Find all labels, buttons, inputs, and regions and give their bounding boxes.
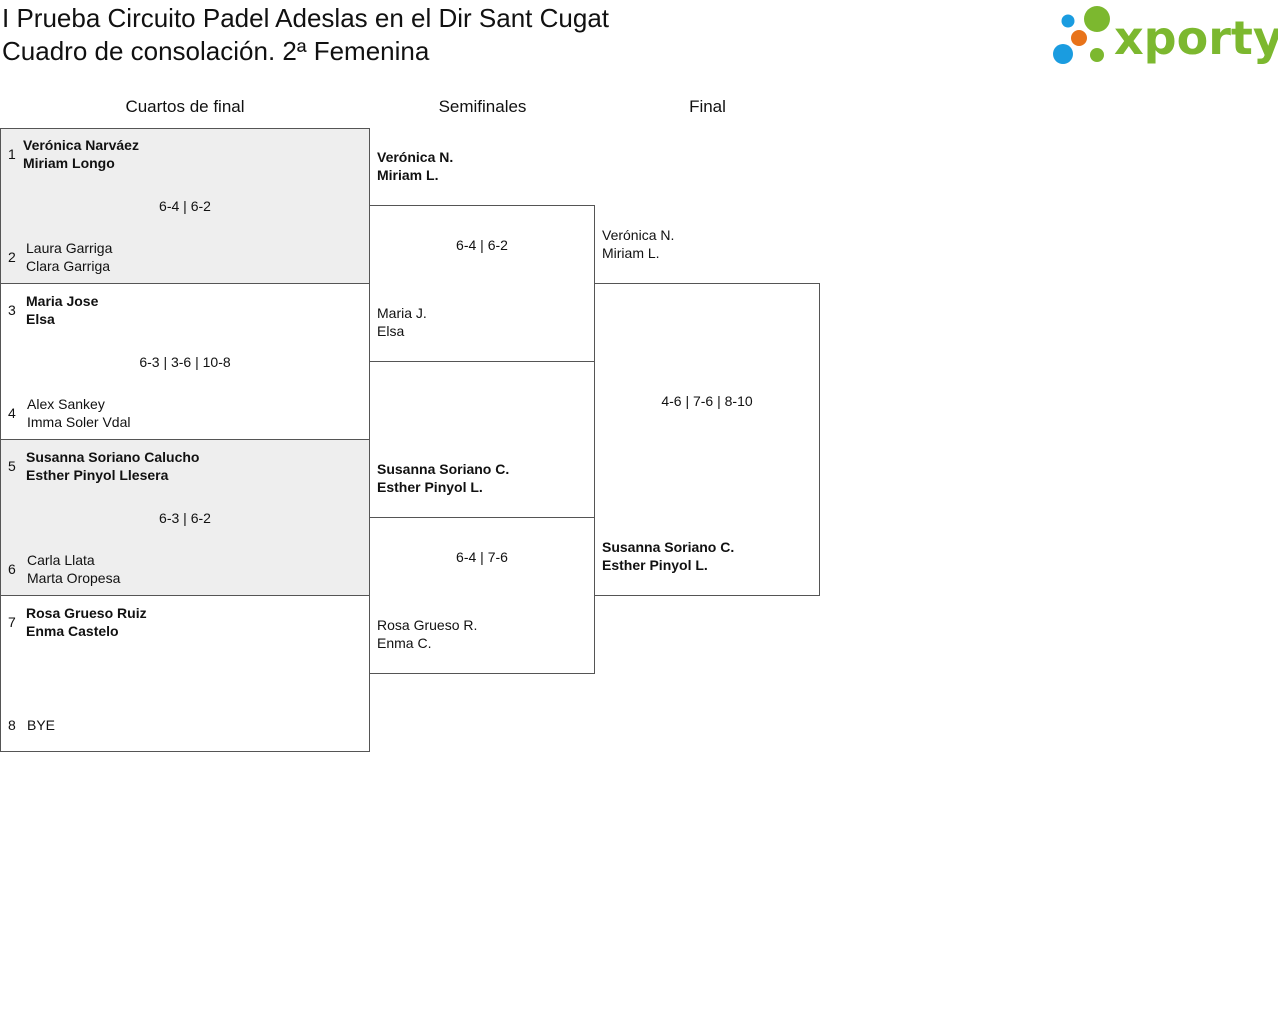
match-score: 6-4 | 6-2	[456, 237, 508, 253]
seed-number: 5	[8, 458, 16, 474]
player-name: Elsa	[26, 311, 55, 327]
player-name: Enma Castelo	[26, 623, 119, 639]
logo-dot-green	[1084, 6, 1110, 32]
qf-match-1	[0, 128, 370, 284]
player-name: Maria Jose	[26, 293, 99, 309]
player-name: Miriam Longo	[23, 155, 115, 171]
seed-number: 3	[8, 302, 16, 318]
player-name: Rosa Grueso Ruiz	[26, 605, 147, 621]
player-name: Verónica N.	[602, 227, 675, 243]
player-name: Esther Pinyol L.	[377, 479, 483, 495]
player-name: Miriam L.	[377, 167, 439, 183]
seed-number: 2	[8, 249, 16, 265]
match-score: 6-4 | 7-6	[456, 549, 508, 565]
logo-wordmark: xporty	[1114, 11, 1278, 65]
player-name: BYE	[27, 717, 56, 733]
match-score: 6-4 | 6-2	[159, 198, 211, 214]
seed-number: 1	[8, 146, 16, 162]
match-score: 6-3 | 3-6 | 10-8	[139, 354, 231, 370]
player-name: Alex Sankey	[27, 396, 105, 412]
player-name: Clara Garriga	[26, 258, 111, 274]
round-header-qf: Cuartos de final	[125, 97, 245, 116]
seed-number: 8	[8, 717, 16, 733]
player-name: Laura Garriga	[26, 240, 113, 256]
page-subtitle: Cuadro de consolación. 2ª Femenina	[2, 36, 430, 66]
seed-number: 6	[8, 561, 16, 577]
player-name: Susanna Soriano Calucho	[26, 449, 200, 465]
round-header-sf: Semifinales	[438, 97, 527, 116]
logo-dot-blue	[1053, 44, 1073, 64]
player-name: Verónica N.	[377, 149, 454, 165]
seed-number: 4	[8, 405, 16, 421]
logo-dot-orange	[1071, 30, 1087, 46]
player-name: Miriam L.	[602, 245, 660, 261]
player-name: Enma C.	[377, 635, 432, 651]
player-name: Esther Pinyol L.	[602, 557, 708, 573]
player-name: Maria J.	[377, 305, 427, 321]
round-header-final: Final	[689, 97, 726, 116]
xporty-logo: xporty	[1053, 6, 1278, 65]
logo-dot-blue-small	[1061, 14, 1075, 28]
page-title: I Prueba Circuito Padel Adeslas en el Di…	[2, 3, 610, 33]
logo-dot-green-small	[1090, 48, 1104, 62]
player-name: Carla Llata	[27, 552, 95, 568]
player-name: Susanna Soriano C.	[377, 461, 510, 477]
final-match	[594, 283, 820, 596]
match-score: 4-6 | 7-6 | 8-10	[661, 393, 753, 409]
player-name: Imma Soler Vdal	[27, 414, 131, 430]
player-name: Rosa Grueso R.	[377, 617, 478, 633]
player-name: Verónica Narváez	[23, 137, 139, 153]
qf-match-3	[0, 439, 370, 596]
player-name: Elsa	[377, 323, 405, 339]
player-name: Esther Pinyol Llesera	[26, 467, 169, 483]
seed-number: 7	[8, 614, 16, 630]
player-name: Susanna Soriano C.	[602, 539, 735, 555]
player-name: Marta Oropesa	[27, 570, 121, 586]
match-score: 6-3 | 6-2	[159, 510, 211, 526]
